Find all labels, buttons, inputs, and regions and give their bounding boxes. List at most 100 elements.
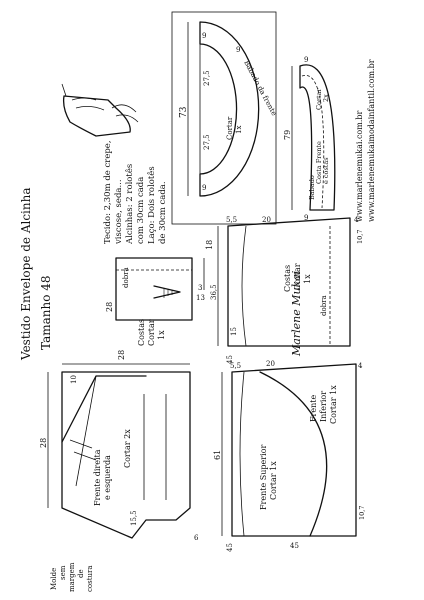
bodice-back-label-2: Cortar	[147, 319, 156, 346]
seam-note-line-5: costura	[86, 565, 94, 592]
bodice-back-fold: dobra	[122, 267, 130, 288]
skirt-front-lower-3: Cortar 1x	[329, 385, 338, 424]
skirt-front-dim-61: 61	[213, 450, 222, 460]
skirt-front-upper-1: Frente Superior	[259, 445, 268, 510]
ruffle-front-label-3: 1x	[235, 126, 243, 134]
seam-note-line-4: de	[77, 569, 85, 578]
skirt-front-overlap-curve	[259, 371, 328, 537]
dress-bodice	[71, 97, 105, 111]
skirt-back-piece: 5,5 20 36,5 15 45 4 10,7 dobra Costas Co…	[210, 216, 364, 364]
ruffle-back-piece: 79 9 9 Babado Costa Frente e costas Cort…	[283, 56, 336, 222]
materials-line-2: viscose, seda...	[114, 179, 124, 245]
bodice-back-dim-13: 13	[196, 294, 205, 302]
materials-line-4: com 30cm cada	[136, 177, 146, 244]
ruffle-front-dim-9b: 9	[202, 184, 206, 192]
skirt-front-lower-1: Frente	[309, 395, 318, 422]
bodice-front-piece: 28 28 10 15,5 6 Frente direita e esquerd…	[39, 350, 199, 542]
skirt-front-dim-45b: 45	[290, 542, 299, 550]
materials-note: Tecido: 2,30m de crepe, viscose, seda...…	[103, 140, 168, 245]
seam-note-line-2: sem	[59, 565, 67, 580]
bodice-back-label-1: Costas	[137, 319, 146, 346]
ruffle-back-label-2: Costa Frente	[315, 141, 323, 184]
bodice-front-dim-6: 6	[194, 534, 199, 542]
seam-note-line-1: Molde	[50, 568, 58, 590]
bodice-back-dart	[153, 285, 181, 299]
skirt-back-dim-45: 45	[226, 355, 234, 364]
bodice-front-dim-28a: 28	[39, 438, 48, 448]
materials-line-3: Alcinhas: 2 rolotês	[124, 164, 135, 245]
skirt-back-outline	[227, 217, 351, 347]
skirt-back-dim-15: 15	[230, 327, 238, 336]
ruffle-front-dim-9c: 9	[236, 46, 240, 54]
website-2: www.marlenemukaimodainfantil.com.br	[367, 59, 376, 222]
skirt-front-upper-2: Cortar 1x	[269, 461, 278, 500]
ruffle-back-label-5: 2x	[322, 94, 330, 102]
ruffle-front-dim-73: 73	[179, 106, 189, 118]
title-line-1: Vestido Envelope de Alcinha	[19, 187, 33, 361]
bodice-front-dart	[75, 375, 97, 487]
ruffle-back-label-4: Cortar	[315, 88, 323, 110]
title-line-2: Tamanho 48	[39, 275, 53, 350]
skirt-front-dim-4: 4	[358, 362, 363, 370]
skirt-front-dim-55: 5,5	[230, 362, 241, 370]
skirt-back-label-1: Costas	[283, 265, 292, 292]
ruffle-back-guide	[301, 74, 325, 209]
ruffle-back-dim-9a: 9	[304, 56, 308, 64]
skirt-back-label-2: Cortar	[293, 263, 302, 290]
skirt-front-lower-2: Inferior	[319, 391, 328, 422]
website-1: www.marlenemukai.com.br	[355, 111, 364, 223]
ruffle-back-label-1: Babado	[308, 175, 316, 200]
bodice-front-dim-28b: 28	[117, 350, 126, 360]
materials-line-5: Laço: Dois rolotês	[146, 166, 157, 244]
dress-ruffle	[111, 104, 139, 123]
bodice-front-dim-10: 10	[70, 375, 78, 384]
skirt-front-dim-45a: 45	[226, 543, 234, 552]
skirt-front-piece: 5,5 20 61 45 45 4 10,7 Frente Superior C…	[213, 360, 366, 552]
skirt-back-dim-20: 20	[262, 216, 271, 224]
skirt-back-fold: dobra	[320, 295, 328, 316]
ruffle-back-dim-79: 79	[283, 130, 292, 140]
skirt-back-dim-55: 5,5	[226, 216, 237, 224]
skirt-back-label-3: 1x	[303, 274, 312, 284]
seam-note: Molde sem margem de costura	[50, 562, 94, 592]
materials-line-1: Tecido: 2,30m de crepe,	[103, 140, 113, 244]
skirt-front-side-curve	[239, 371, 245, 537]
skirt-back-dim-107: 10,7	[356, 230, 364, 244]
skirt-back-dim-365: 36,5	[210, 284, 218, 300]
ruffle-front-dim-275b: 27,5	[203, 134, 211, 150]
seam-note-line-3: margem	[68, 562, 76, 592]
ruffle-front-dim-275a: 27,5	[203, 70, 211, 86]
bodice-front-label-3: Cortar 2x	[123, 429, 132, 468]
bodice-back-piece: 18 28 13 3 dobra Costas Cortar 1x	[105, 240, 214, 346]
dress-illustration	[61, 83, 139, 137]
bodice-back-label-3: 1x	[157, 330, 166, 340]
ruffle-front-label-2: Cortar	[226, 116, 234, 140]
bodice-front-label-1: Frente direita	[93, 449, 102, 506]
dress-skirt	[62, 95, 131, 137]
ruffle-back-label-3: e costas	[322, 157, 330, 184]
bodice-back-dim-18: 18	[205, 240, 214, 250]
ruffle-front-frame	[171, 11, 277, 225]
websites: www.marlenemukai.com.br www.marlenemukai…	[355, 59, 376, 222]
bodice-front-outline	[61, 371, 191, 539]
skirt-back-curve	[241, 225, 247, 347]
skirt-front-outline	[231, 363, 357, 537]
skirt-back-dim-4: 4	[354, 216, 359, 224]
bodice-back-dim-3: 3	[198, 284, 202, 292]
ruffle-back-dim-9b: 9	[304, 214, 308, 222]
title-block: Vestido Envelope de Alcinha Tamanho 48	[19, 187, 53, 361]
ruffle-front-dim-9a: 9	[202, 32, 206, 40]
ruffle-back-outline	[299, 64, 336, 211]
bodice-front-label-2: e esquerda	[103, 455, 112, 500]
skirt-front-dim-20: 20	[266, 360, 275, 368]
materials-line-6: de 30cm cada.	[158, 181, 168, 244]
bodice-front-dim-15: 15,5	[130, 510, 138, 526]
bodice-back-outline	[115, 257, 193, 321]
dress-strap	[61, 83, 67, 97]
skirt-front-dim-107: 10,7	[358, 506, 366, 520]
ruffle-front-outline	[199, 21, 260, 197]
bodice-back-dim-28: 28	[105, 302, 114, 312]
signature: Marlene Mukai	[290, 271, 303, 357]
